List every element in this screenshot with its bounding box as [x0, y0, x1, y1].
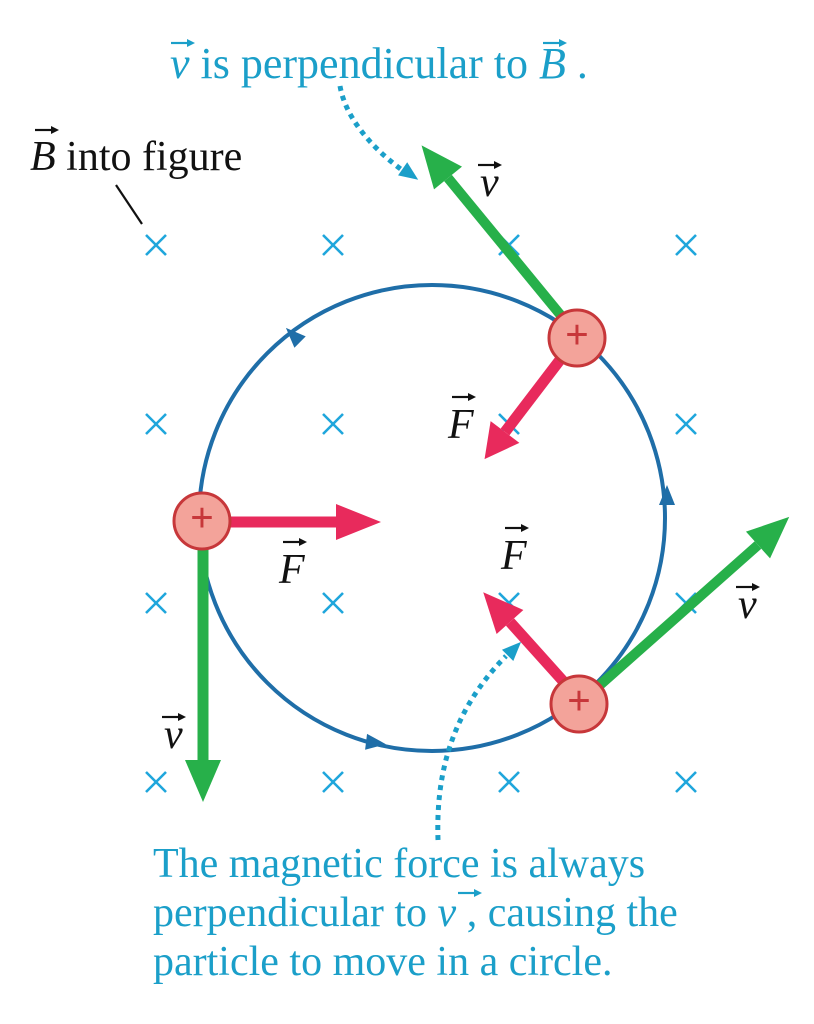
orbit-direction-arrow-right-icon [659, 485, 675, 505]
top-annotation-end-text: . [577, 39, 588, 88]
field-annotation: B into figure [30, 126, 242, 225]
label-f-left: F [278, 538, 307, 593]
svg-text:v is perpendicular to: v is perpendicular to B . [170, 39, 588, 88]
label-f-top: F [447, 393, 476, 448]
field-into-page-x-icon [322, 771, 344, 793]
svg-text:B into figure: B into figure [30, 134, 242, 180]
bottom-annotation-velocity-symbol: v [438, 890, 457, 936]
label-v-top: v [478, 160, 502, 206]
bottom-annotation-line-2: perpendicular to v , causing the [153, 890, 678, 936]
bottom-annotation-line-2-suffix: , causing the [467, 890, 678, 936]
label-v-left: v [162, 712, 186, 758]
label-v-top-text: v [480, 160, 499, 206]
label-f-top-text: F [447, 402, 474, 448]
orbit-direction-arrow-top-left-icon [285, 327, 306, 348]
field-into-page-x-icon [675, 771, 697, 793]
positive-charge-bottom: + [549, 674, 609, 734]
field-annotation-symbol: B [30, 134, 56, 180]
positive-charge-top: + [547, 308, 607, 368]
field-into-page-x-icon [145, 592, 167, 614]
label-v-right: v [736, 582, 760, 628]
velocity-vector-top [421, 145, 567, 322]
field-into-page-x-icon [322, 413, 344, 435]
positive-charge-left: + [172, 491, 232, 551]
label-v-left-text: v [164, 712, 183, 758]
top-annotation-middle-text: is perpendicular to [201, 39, 539, 88]
field-into-page-x-icon [322, 234, 344, 256]
bottom-note-pointer-head-icon [501, 641, 522, 662]
field-leader-line [115, 184, 143, 225]
force-vector-left [230, 504, 381, 540]
bottom-annotation-line-3: particle to move in a circle. [153, 939, 612, 985]
field-into-page-x-icon [322, 592, 344, 614]
field-annotation-text: into figure [66, 134, 242, 180]
top-annotation-field-symbol: B [539, 39, 566, 88]
field-into-page-x-icon [675, 234, 697, 256]
top-note-pointer-head-icon [398, 162, 419, 180]
bottom-annotation: The magnetic force is always perpendicul… [153, 841, 678, 985]
charge-symbol-left: + [190, 496, 214, 542]
charge-symbol-top: + [565, 313, 589, 359]
bottom-note-pointer [435, 654, 508, 841]
charge-symbol-bottom: + [567, 679, 591, 725]
field-into-page-x-icon [675, 413, 697, 435]
top-annotation-velocity-symbol: v [170, 39, 190, 88]
label-f-bottom-text: F [500, 533, 527, 579]
force-vector-bottom [483, 592, 568, 685]
field-into-page-x-icon [145, 413, 167, 435]
velocity-vector-right [596, 516, 790, 689]
label-v-right-text: v [738, 582, 757, 628]
field-into-page-x-icon [145, 771, 167, 793]
top-note-pointer [337, 85, 404, 173]
velocity-vector-left [185, 546, 221, 802]
top-annotation: v is perpendicular to B . [170, 39, 588, 88]
force-vector-top [484, 352, 568, 460]
field-into-page-x-icon [498, 771, 520, 793]
label-f-left-text: F [278, 547, 305, 593]
field-into-page-x-icon [145, 234, 167, 256]
bottom-annotation-line-1: The magnetic force is always [153, 841, 645, 887]
label-f-bottom: F [500, 524, 529, 579]
bottom-annotation-line-2-prefix: perpendicular to [153, 890, 438, 936]
orbit-direction-arrow-bottom-icon [365, 733, 386, 750]
